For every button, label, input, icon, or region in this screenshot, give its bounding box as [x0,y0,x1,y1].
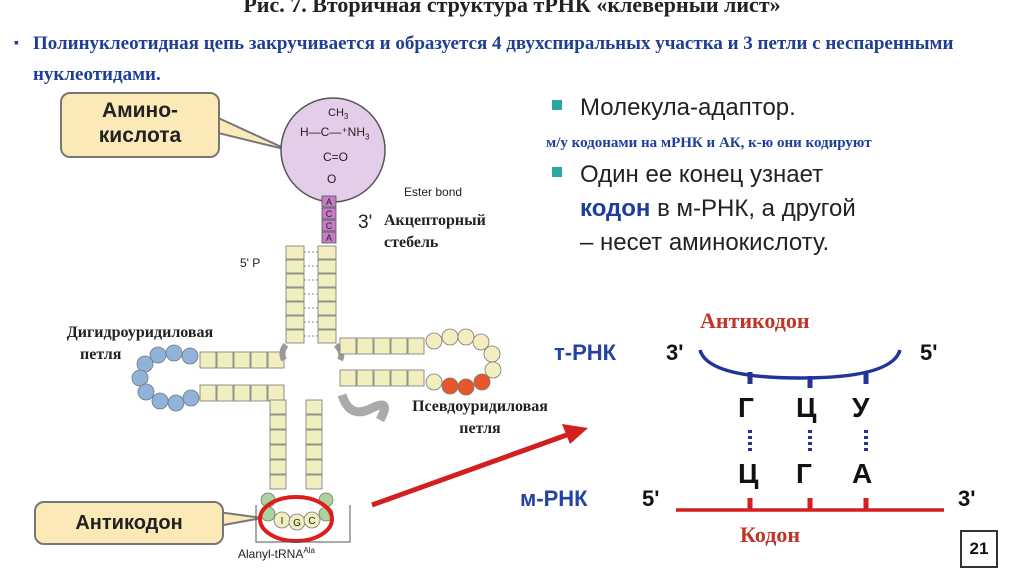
anticodon-letter-2: Ц [796,392,817,423]
acc-nt-1: A [326,197,332,207]
amino-acid-callout-line2: кислота [98,124,182,147]
amino-acid-callout: Амино- кислота [60,92,220,158]
trna-3prime: 3' [666,340,684,365]
acceptor-stem [285,245,337,344]
trna-label: т-РНК [554,340,617,365]
t-arm-stem [339,337,425,387]
bullet-marker: ▪ [14,36,19,51]
ester-bond-label: Ester bond [404,185,463,199]
anticodon-callout: Антикодон [34,501,224,545]
anticodon-nt-2: G [293,518,301,529]
acceptor-stem-bonds [304,251,318,337]
acc-nt-2: C [326,209,333,219]
aa-callout-pointer [213,114,289,151]
three-prime-label: 3' [358,212,373,233]
mrna-5prime: 5' [642,486,660,511]
anticodon-nt-3: C [308,516,315,527]
five-prime-p-label: 5' P [240,256,261,270]
bullet-text: Полинуклеотидная цепь закручивается и об… [32,33,954,85]
codon-letter-2: Г [796,458,812,489]
d-arm-stem [199,351,285,402]
mrna-3prime: 3' [958,486,976,511]
acc-nt-4: A [326,233,332,243]
codon-bullet: Один ее конец узнает кодон в м-РНК, а др… [552,158,856,260]
mrna-label: м-РНК [520,486,588,511]
d-loop [131,344,200,412]
anticodon-letter-1: Г [738,392,754,423]
anticodon-letter-3: У [852,392,870,423]
codon-letter-1: Ц [738,458,759,489]
h-c-nh3-label: H—C—⁺NH3 [300,125,370,142]
variable-loop [337,393,389,423]
anticodon-nt-1: I [281,516,284,527]
alanyl-trna-label: Alanyl-tRNAAla [238,546,315,561]
central-junction [279,342,345,362]
page-number: 21 [960,530,998,568]
acc-nt-3: C [326,221,333,231]
t-loop [425,328,502,396]
slide-title: Рис. 7. Вторичная структура тРНК «клевер… [243,0,781,17]
teal-bullet-marker [552,100,562,110]
amino-acid-callout-line1: Амино- [101,99,179,122]
codon-letter-3: А [852,458,873,489]
acceptor-end-beads [321,195,337,244]
o-label: O [327,172,337,186]
main-bullet: ▪ Полинуклеотидная цепь закручивается и о… [14,28,1014,90]
codon-title: Кодон [740,522,801,547]
trna-arc [698,349,902,380]
pointer-arrow-head [562,424,588,444]
ch3-label: CH3 [328,107,349,122]
adapter-subtitle: м/у кодонами на мРНК и АК, к-ю они кодир… [546,135,872,151]
teal-bullet-marker-2 [552,167,562,177]
anticodon-stem [269,399,323,490]
anticodon-callout-pointer [217,510,263,528]
adapter-bullet: Молекула-адаптор. [552,94,796,122]
anticodon-bracket [255,505,351,543]
anticodon-title: Антикодон [700,308,810,333]
c-o-label: C=O [323,150,349,164]
anticodon-highlight-circle [258,495,334,543]
trna-5prime: 5' [920,340,938,365]
pointer-arrow-line [371,429,576,508]
